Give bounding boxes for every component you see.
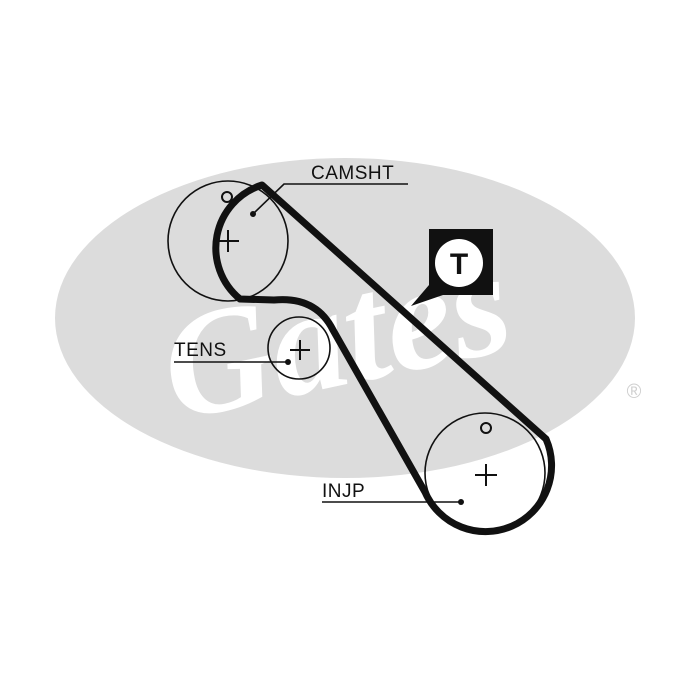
- injection-pump-timing-mark-icon: [480, 422, 492, 434]
- tension-badge-letter: T: [450, 248, 468, 281]
- label-injection-pump-group: INJP: [322, 481, 464, 505]
- registered-mark: ®: [627, 381, 642, 403]
- label-tensioner: TENS: [174, 340, 227, 361]
- injection-pump-leader-dot: [458, 499, 464, 505]
- camshaft-center-cross-icon: [217, 230, 239, 252]
- tension-badge-disc: [435, 239, 483, 287]
- injection-pump-pulley-circle: [424, 412, 546, 534]
- label-camshaft: CAMSHT: [311, 163, 394, 184]
- injection-pump-center-cross-icon: [475, 464, 497, 486]
- tensioner-leader-dot: [285, 359, 291, 365]
- camshaft-pulley-circle: [167, 180, 289, 302]
- timing-belt: [212, 181, 556, 535]
- tensioner-center-cross-icon: [290, 340, 310, 360]
- injection-pump-pulley: [424, 412, 546, 534]
- camshaft-timing-mark-icon: [221, 191, 233, 203]
- gates-watermark: Gates ®: [55, 158, 642, 478]
- label-tensioner-group: TENS: [174, 340, 291, 365]
- tensioner-pulley-circle: [267, 316, 331, 380]
- label-camshaft-group: CAMSHT: [250, 163, 408, 217]
- label-injection-pump: INJP: [322, 481, 365, 502]
- camshaft-pulley: [167, 180, 289, 302]
- tensioner-pulley: [267, 316, 331, 380]
- camshaft-leader-line: [252, 183, 408, 215]
- camshaft-leader-dot: [250, 211, 256, 217]
- tension-badge: T: [411, 229, 493, 306]
